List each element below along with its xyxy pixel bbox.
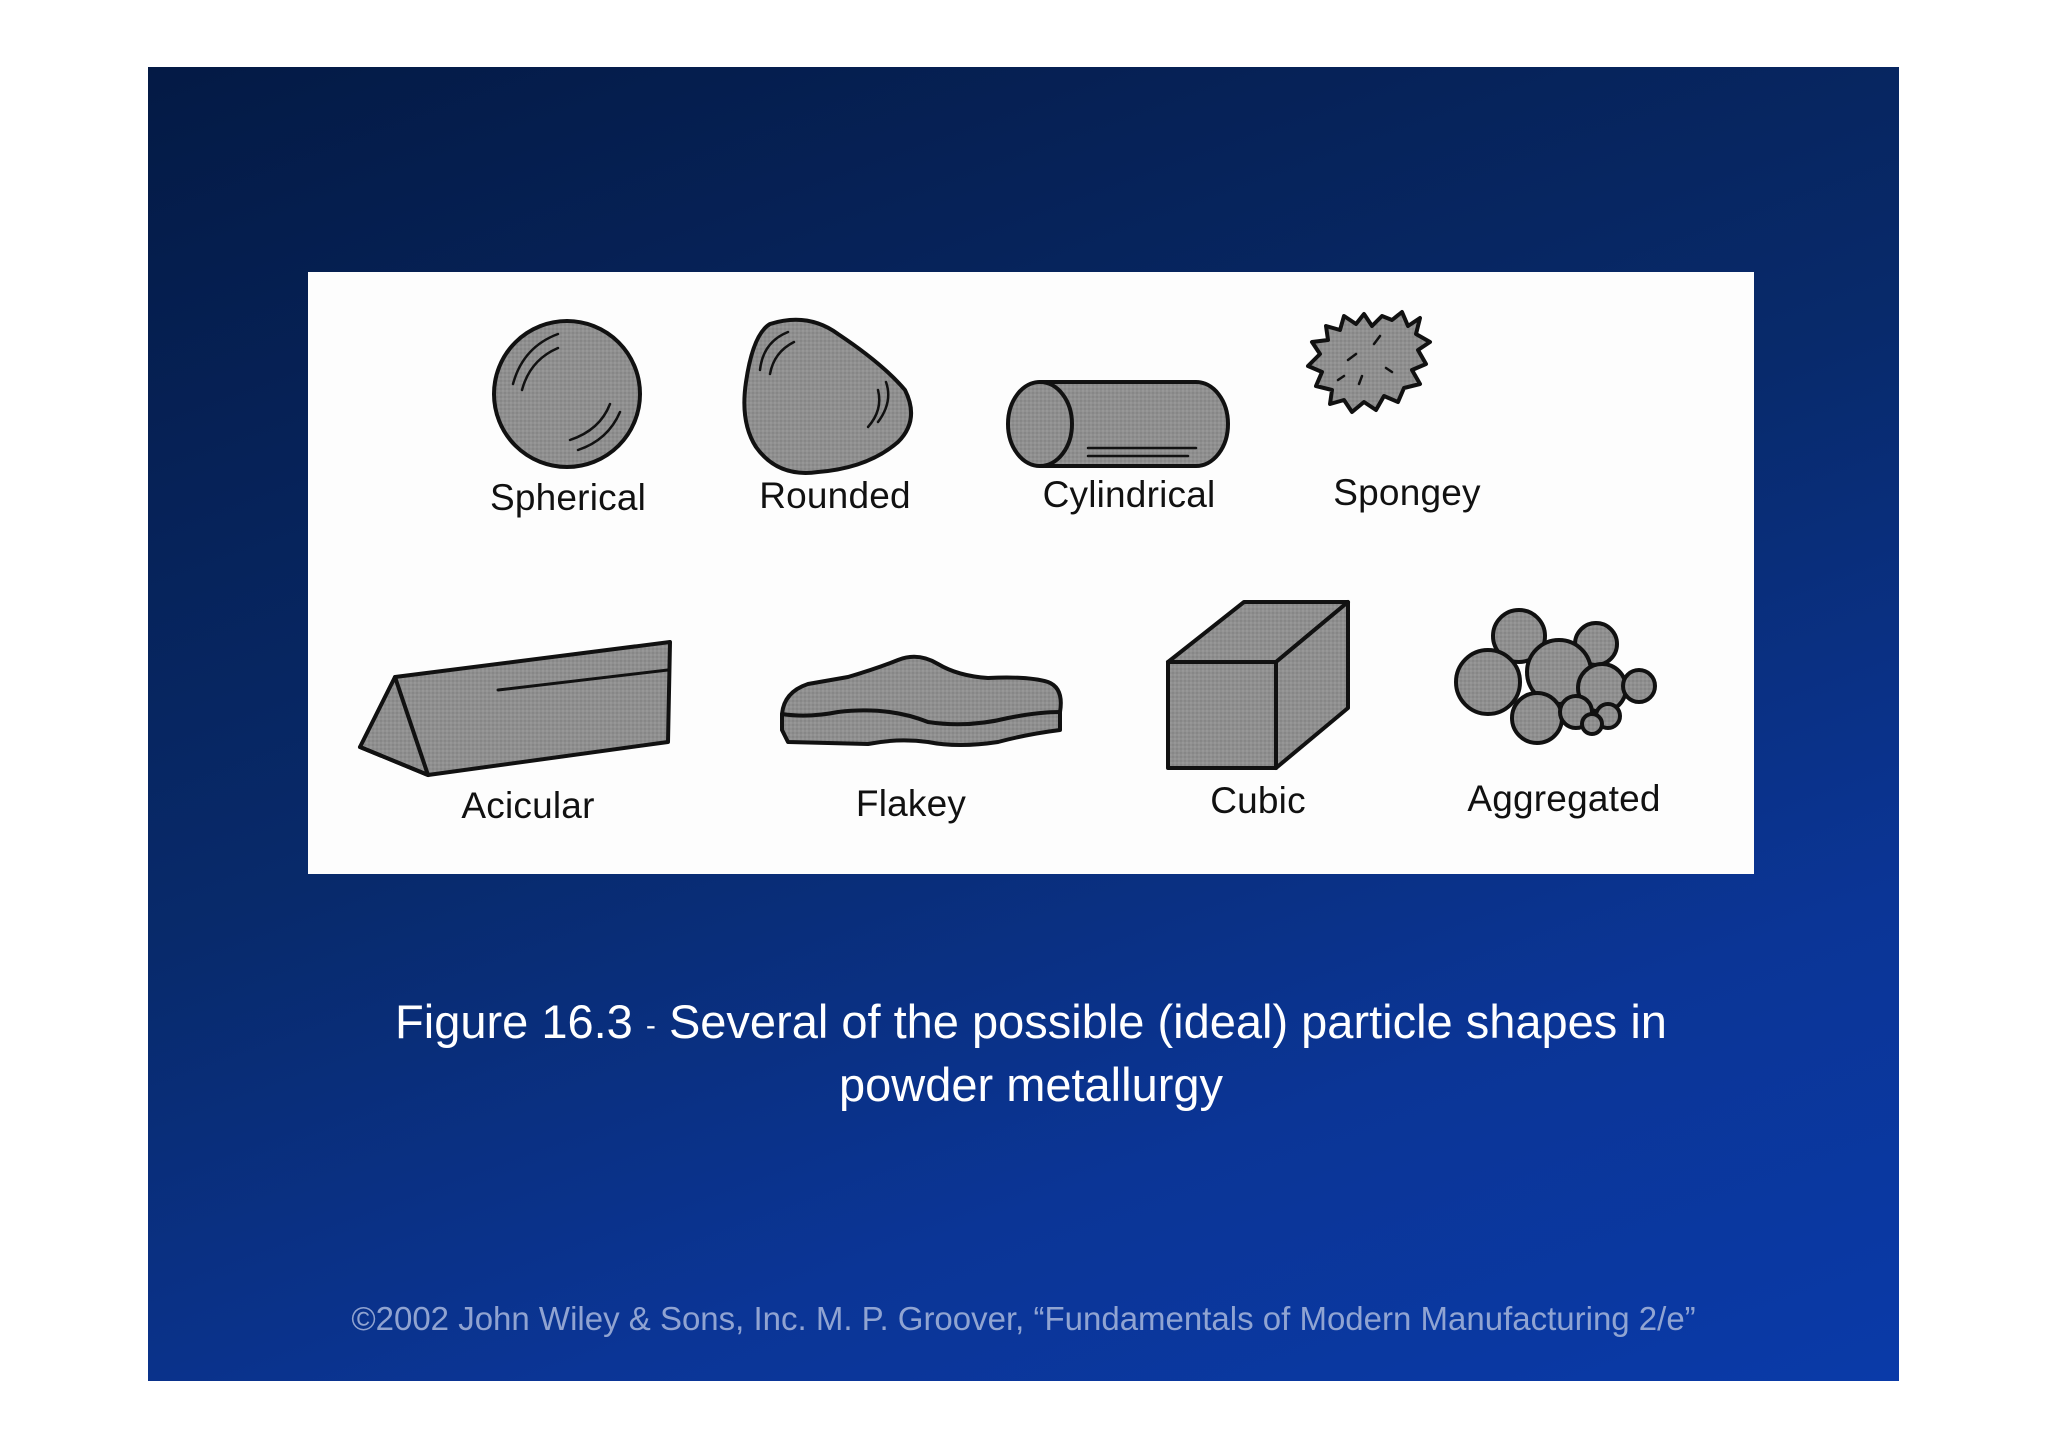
label-spongey: Spongey [1333,472,1481,513]
figure-caption: Figure 16.3 - Several of the possible (i… [308,992,1754,1114]
flakey-particle [780,654,1063,747]
caption-line-2: powder metallurgy [838,1058,1223,1112]
copyright-footer: ©2002 John Wiley & Sons, Inc. M. P. Groo… [351,1300,1696,1337]
label-flakey: Flakey [855,783,967,824]
spongey-particle [1306,310,1432,414]
aggregated-particle [1454,608,1657,745]
particle-shapes-illustration [358,310,1657,777]
label-cubic: Cubic [1210,780,1306,821]
label-rounded: Rounded [759,475,911,516]
caption-separator: - [645,1009,656,1043]
spherical-particle [492,319,642,469]
slide: Spherical Rounded Cylindrical Spongey Ac… [148,67,1899,1381]
figure-panel: Spherical Rounded Cylindrical Spongey Ac… [308,272,1754,874]
caption-line1-text: Several of the possible (ideal) particle… [668,995,1667,1048]
rounded-particle [742,317,914,475]
caption-figure-number: Figure 16.3 [395,995,633,1048]
label-cylindrical: Cylindrical [1042,474,1216,515]
cylindrical-particle [1006,380,1230,468]
label-spherical: Spherical [489,477,647,518]
caption-line-1: Figure 16.3 - Several of the possible (i… [308,992,1754,1055]
cubic-particle [1166,600,1350,770]
acicular-particle [358,640,672,777]
label-aggregated: Aggregated [1467,778,1661,819]
label-acicular: Acicular [461,785,595,826]
